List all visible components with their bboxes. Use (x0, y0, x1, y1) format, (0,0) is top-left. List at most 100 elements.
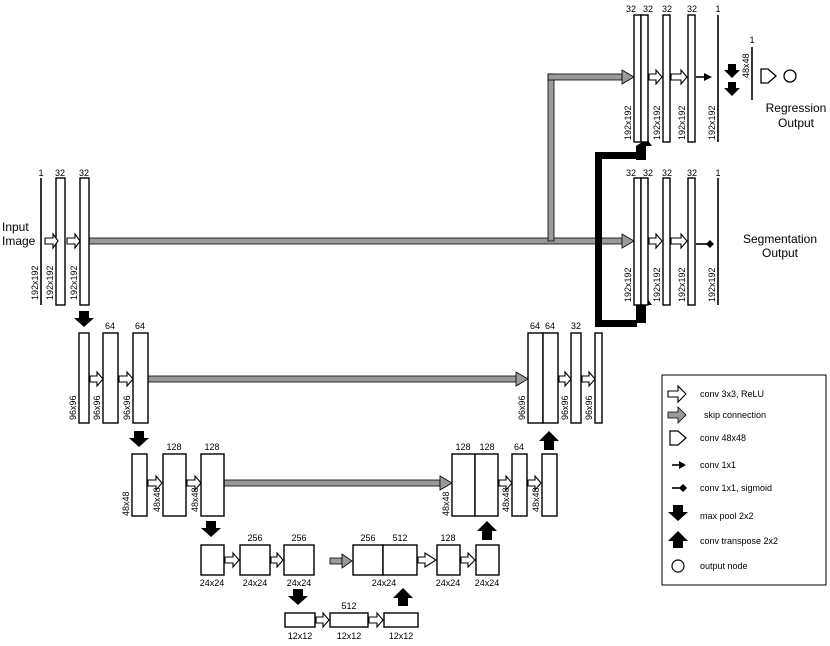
enc3-block-a (131, 453, 148, 517)
channel-label: 128 (204, 442, 219, 452)
size-label: 96x96 (560, 395, 570, 420)
hollow-arrow-icon (648, 232, 663, 250)
skip-connections (87, 69, 635, 569)
level4: 256 256 256 512 128 24x24 24x24 24x24 24… (200, 521, 500, 605)
enc4-block-a (200, 544, 225, 576)
branch-bottom-line (595, 320, 637, 327)
size-label: 48x48 (741, 53, 751, 78)
skip-arrow-regression (547, 73, 623, 81)
skip-arrow-level3 (223, 479, 441, 487)
enc1-block-b (79, 177, 90, 306)
channel-label: 32 (643, 4, 653, 14)
channel-label: 256 (247, 533, 262, 543)
channel-label: 1 (38, 168, 43, 178)
hollow-arrow-icon (89, 370, 104, 388)
down-arrow-icon (129, 431, 149, 447)
up-arrow-icon (539, 431, 559, 450)
legend-label: conv 3x3, ReLU (700, 389, 764, 399)
hollow-arrow-icon (670, 68, 688, 86)
skip-arrow-level2 (147, 375, 517, 383)
channel-label: 32 (662, 4, 672, 14)
dec4-block-d (475, 544, 500, 576)
level1-encoder: 1 32 32 192x192 192x192 192x192 Input Im… (2, 168, 94, 327)
size-label: 48x48 (152, 487, 162, 512)
size-label: 192x192 (707, 267, 717, 302)
dec3-block-d (541, 453, 558, 517)
legend-label: output node (700, 561, 748, 571)
down-arrow-icon (724, 64, 740, 78)
level2-encoder: 64 64 96x96 96x96 96x96 (68, 321, 149, 447)
hollow-arrow-icon (417, 551, 438, 569)
hollow-arrow-icon (224, 551, 240, 569)
enc2-block-a (78, 332, 90, 424)
channel-label: 32 (687, 4, 697, 14)
seg-block-a (633, 177, 642, 306)
channel-label: 32 (626, 4, 636, 14)
size-label: 24x24 (436, 578, 461, 588)
level2-decoder: 64 64 32 96x96 96x96 96x96 (517, 321, 603, 424)
hollow-arrow-icon (315, 611, 330, 629)
skip-arrow-regression-vertical (547, 73, 555, 242)
seg-block-d (687, 177, 696, 306)
size-label: 192x192 (707, 105, 717, 140)
segmentation-output-label: Segmentation (743, 232, 817, 246)
channel-label: 1 (715, 168, 720, 178)
size-label: 12x12 (288, 631, 313, 641)
up-arrow-icon (393, 588, 413, 606)
skip-arrow-level1 (87, 237, 623, 245)
size-label: 48x48 (501, 487, 511, 512)
channel-label: 64 (545, 321, 555, 331)
skip-arrow-level1-head (621, 233, 635, 249)
enc2-block-b (102, 332, 119, 424)
channel-label: 64 (135, 321, 145, 331)
level3-encoder: 128 128 48x48 48x48 48x48 (121, 442, 225, 537)
size-label: 96x96 (517, 395, 527, 420)
size-label: 48x48 (190, 487, 200, 512)
d-shape-icon (760, 68, 777, 84)
segmentation-branch: 32 32 32 32 1 192x192 192x192 192x192 19… (623, 168, 817, 306)
hollow-arrow-icon (147, 474, 163, 492)
reg-block-b (640, 14, 649, 143)
skip-arrow-level2-head (515, 371, 529, 387)
channel-label: 64 (530, 321, 540, 331)
dec4-block-c (436, 544, 461, 576)
dec2-block-c (570, 332, 582, 424)
down-arrow-icon (74, 311, 94, 327)
size-label: 96x96 (122, 395, 132, 420)
enc4-block-c (283, 544, 315, 576)
enc2-block-c (132, 332, 149, 424)
size-label: 12x12 (337, 631, 362, 641)
size-label: 192x192 (69, 265, 79, 300)
channel-label: 32 (55, 168, 65, 178)
circle-icon (671, 559, 685, 573)
reg-block-c (662, 14, 671, 143)
dec4-block-b (382, 544, 418, 576)
level3-decoder: 128 128 64 48x48 48x48 48x48 (441, 431, 559, 517)
segmentation-output-label: Output (762, 246, 799, 260)
channel-label: 1 (715, 4, 720, 14)
hollow-arrow-icon (558, 370, 572, 388)
channel-label: 32 (687, 168, 697, 178)
skip-arrow-icon (667, 406, 687, 424)
legend-box (661, 374, 827, 586)
channel-label: 32 (626, 168, 636, 178)
branch-top-arrowhead (636, 139, 652, 160)
diamond-arrow-icon (706, 240, 714, 248)
legend-label: conv 1x1 (700, 460, 736, 470)
enc3-block-c (200, 453, 225, 517)
hollow-arrow-icon (270, 551, 284, 569)
dec2-block-a (527, 332, 544, 424)
hollow-arrow-icon (670, 232, 688, 250)
size-label: 24x24 (475, 578, 500, 588)
legend-label: max pool 2x2 (700, 511, 754, 521)
size-label: 192x192 (677, 105, 687, 140)
legend-label: conv 1x1, sigmoid (700, 483, 772, 493)
small-arrow-icon (679, 461, 686, 469)
hollow-arrow-icon (667, 384, 687, 404)
bottleneck-block-a (284, 612, 316, 628)
diamond-arrow-icon (679, 484, 687, 492)
channel-label: 1 (749, 35, 754, 45)
size-label: 192x192 (652, 105, 662, 140)
skip-arrow-level4 (329, 557, 343, 565)
dec3-block-c (511, 453, 528, 517)
